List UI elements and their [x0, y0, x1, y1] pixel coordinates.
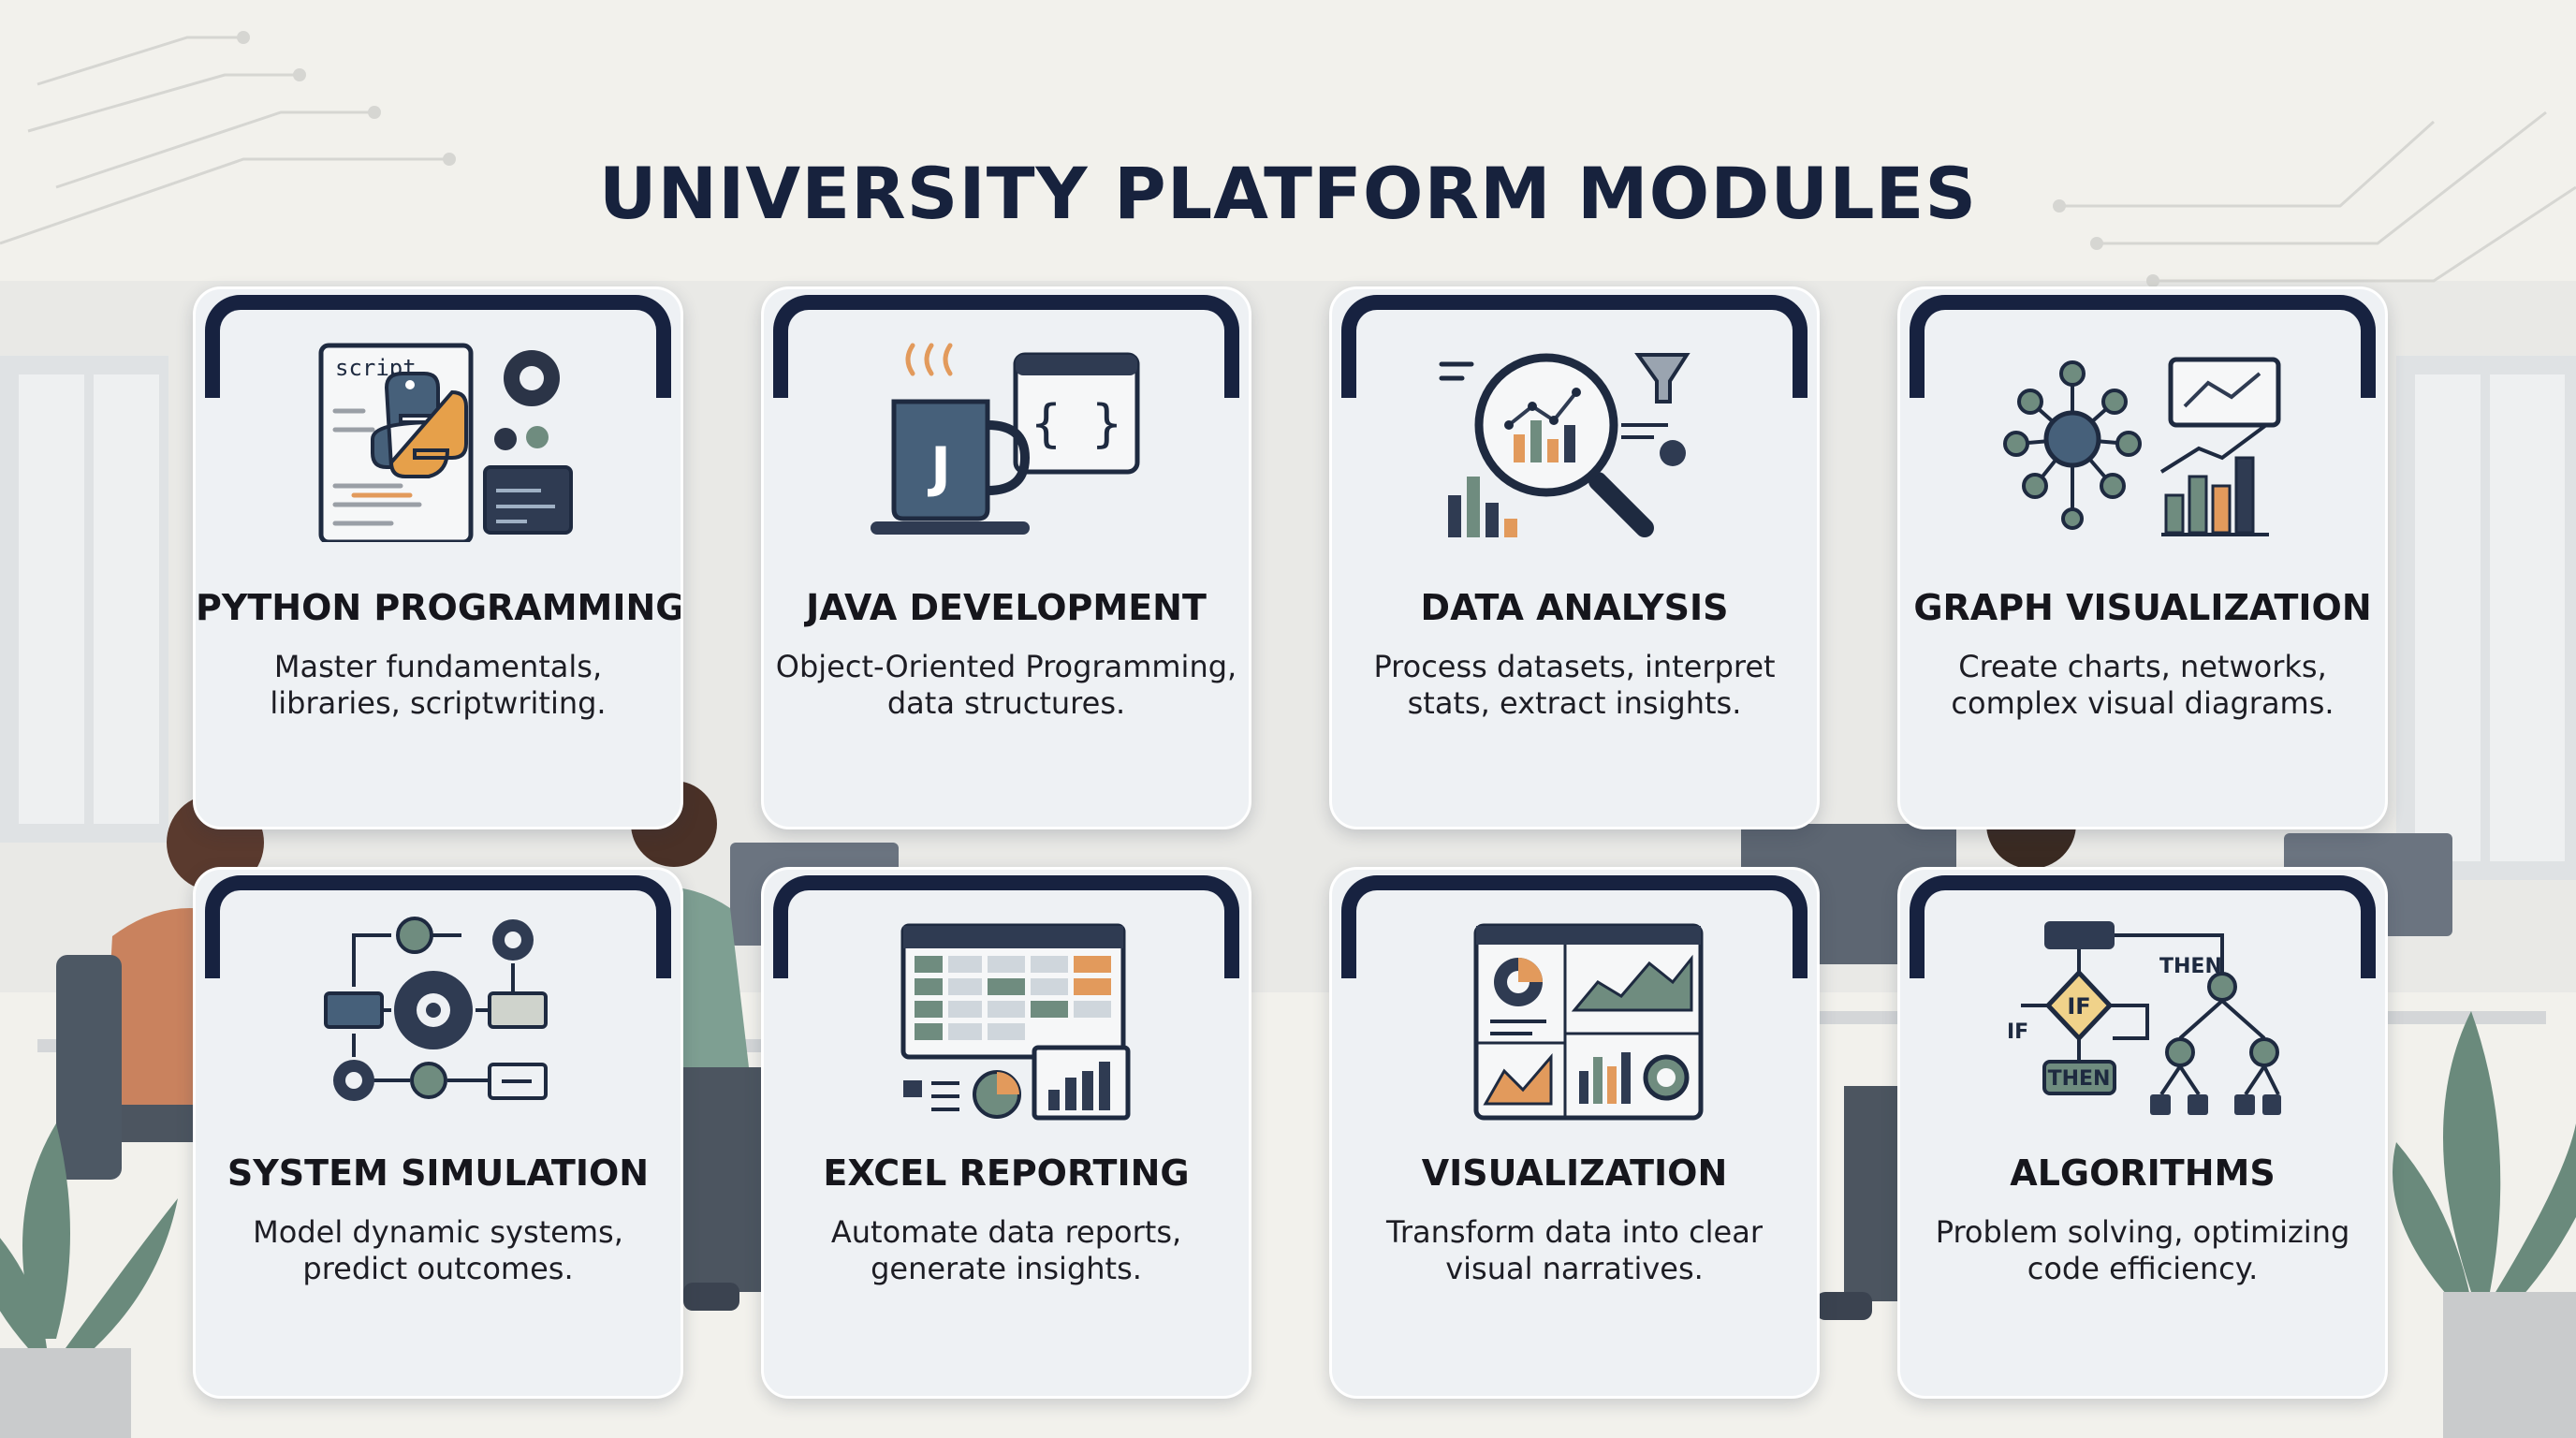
module-card-java[interactable]: { } J JAVA DEVELOPMENT Object-Oriented P… [761, 286, 1251, 829]
card-title: VISUALIZATION [1421, 1152, 1728, 1194]
card-description: Create charts, networks, complex visual … [1951, 649, 2334, 721]
plant-left-illustration [0, 1123, 178, 1438]
page-title: UNIVERSITY PLATFORM MODULES [598, 152, 1978, 235]
card-top-frame [773, 875, 1239, 978]
if-label-side: IF [2007, 1020, 2028, 1044]
card-description: Process datasets, interpret stats, extra… [1373, 649, 1776, 721]
card-top-frame [205, 875, 671, 978]
then-label-box: THEN [2048, 1067, 2111, 1091]
card-top-frame [1341, 295, 1808, 398]
python-script-icon: script [318, 343, 573, 542]
spreadsheet-icon [900, 923, 1131, 1121]
card-description: Master fundamentals, libraries, scriptwr… [270, 649, 607, 721]
module-card-system-simulation[interactable]: SYSTEM SIMULATION Model dynamic systems,… [193, 867, 683, 1399]
magnifier-chart-icon [1439, 353, 1690, 537]
module-card-excel-reporting[interactable]: EXCEL REPORTING Automate data reports, g… [761, 867, 1251, 1399]
card-title: ALGORITHMS [2010, 1152, 2276, 1194]
card-description: Automate data reports, generate insights… [830, 1214, 1182, 1286]
module-card-algorithms[interactable]: IF THEN IF THEN ALGORITHMS Problem solvi… [1897, 867, 2388, 1399]
if-label: IF [2067, 993, 2090, 1020]
network-graph-icon [2003, 357, 2281, 536]
card-title: GRAPH VISUALIZATION [1913, 587, 2372, 628]
card-description: Object-Oriented Programming, data struct… [775, 649, 1237, 721]
module-card-python[interactable]: script PYTHON PROGRAMMING Master fundame… [193, 286, 683, 829]
card-top-frame [1341, 875, 1808, 978]
then-label-top: THEN [2159, 955, 2222, 978]
card-title: DATA ANALYSIS [1420, 587, 1729, 628]
card-title: EXCEL REPORTING [823, 1152, 1190, 1194]
card-title: SYSTEM SIMULATION [227, 1152, 650, 1194]
card-top-frame [773, 295, 1239, 398]
dashboard-icon [1473, 923, 1704, 1121]
plant-right-illustration [2393, 1011, 2576, 1438]
module-card-data-analysis[interactable]: DATA ANALYSIS Process datasets, interpre… [1329, 286, 1820, 829]
card-top-frame [1910, 295, 2376, 398]
card-top-frame [205, 295, 671, 398]
card-description: Transform data into clear visual narrati… [1386, 1214, 1763, 1286]
card-description: Model dynamic systems, predict outcomes. [253, 1214, 623, 1286]
gears-flow-icon [324, 917, 548, 1101]
flowchart-icon: IF THEN IF THEN [2007, 921, 2281, 1115]
java-coffee-icon: { } J [871, 343, 1140, 535]
module-card-graph-visualization[interactable]: GRAPH VISUALIZATION Create charts, netwo… [1897, 286, 2388, 829]
card-description: Problem solving, optimizing code efficie… [1935, 1214, 2350, 1286]
card-title: JAVA DEVELOPMENT [806, 587, 1207, 628]
card-top-frame [1910, 875, 2376, 978]
braces-label: { } [1031, 394, 1122, 453]
module-card-visualization[interactable]: VISUALIZATION Transform data into clear … [1329, 867, 1820, 1399]
card-title: PYTHON PROGRAMMING [196, 587, 683, 628]
java-letter: J [927, 435, 951, 499]
